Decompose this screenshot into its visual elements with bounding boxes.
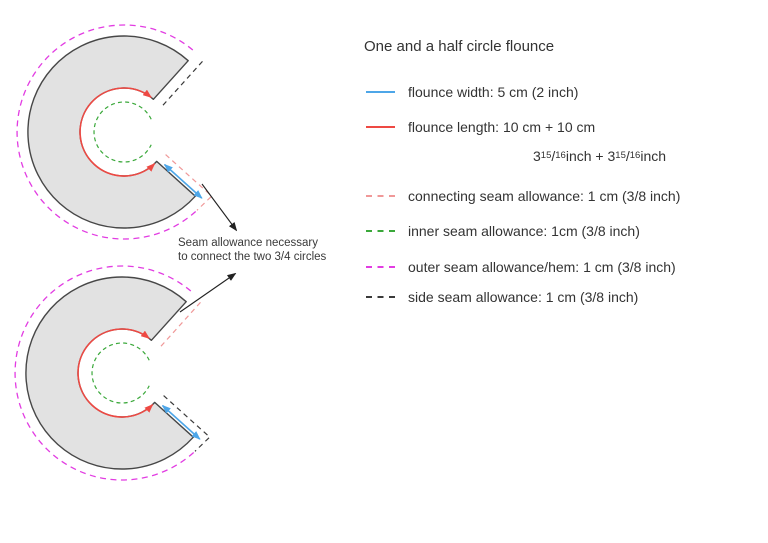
legend-label: inner seam allowance: 1cm (3/8 inch) <box>408 223 640 239</box>
legend-row-outer-seam-hem: outer seam allowance/hem: 1 cm (3/8 inch… <box>366 257 676 277</box>
legend-row-flounce-width: flounce width: 5 cm (2 inch) <box>366 82 578 102</box>
bottom-flounce-length-arc <box>77 328 154 418</box>
seam-connection-note: Seam allowance necessary to connect the … <box>178 236 326 264</box>
bottom-inner-seam-allowance-dash <box>91 342 150 404</box>
top-flounce-piece <box>16 24 213 240</box>
top-piece-body <box>27 35 196 229</box>
legend-row-flounce-length: flounce length: 10 cm + 10 cm <box>366 117 595 137</box>
side-seam-dash-swatch <box>366 296 395 298</box>
top-inner-seam-allowance-dash <box>93 101 152 163</box>
outer-seam-hem-dash-swatch <box>366 266 395 268</box>
annotation-arrow-from-bottom-piece <box>179 272 237 313</box>
flounce-length-inches-line: 3 15/16 inch + 3 15/16 inch <box>533 148 667 164</box>
flounce-width-line-swatch <box>366 91 395 93</box>
fraction-text: inch + 3 <box>565 148 616 164</box>
legend-label: outer seam allowance/hem: 1 cm (3/8 inch… <box>408 259 676 275</box>
fraction-text: 3 <box>533 148 541 164</box>
annotation-arrow-from-top-piece <box>201 183 238 232</box>
bottom-piece-body <box>25 276 194 470</box>
legend-label: flounce length: 10 cm + 10 cm <box>408 119 596 135</box>
flounce-length-line-swatch <box>366 126 395 128</box>
fraction-slash: / <box>551 148 556 164</box>
annotation-arrows <box>179 183 238 313</box>
legend-label: connecting seam allowance: 1 cm (3/8 inc… <box>408 188 681 204</box>
bottom-outer-hem-allowance-dash <box>14 265 196 481</box>
page-title: One and a half circle flounce <box>364 38 555 55</box>
seam-connection-note-line1: Seam allowance necessary <box>178 237 318 249</box>
top-flounce-width-arrow <box>163 163 203 199</box>
fraction-slash: / <box>625 148 630 164</box>
bottom-connecting-seam-allowance-dash <box>160 299 203 347</box>
legend-label: flounce width: 5 cm (2 inch) <box>408 84 579 100</box>
bottom-flounce-piece <box>14 265 211 481</box>
top-side-seam-allowance-dash <box>162 58 205 106</box>
top-outer-hem-allowance-dash <box>16 24 198 240</box>
fraction-text: inch <box>640 148 667 164</box>
seam-connection-note-line2: to connect the two 3/4 circles <box>178 251 327 263</box>
legend-label: side seam allowance: 1 cm (3/8 inch) <box>408 289 639 305</box>
inner-seam-dash-swatch <box>366 230 395 232</box>
legend-row-inner-seam: inner seam allowance: 1cm (3/8 inch) <box>366 221 640 241</box>
legend-row-connecting-seam: connecting seam allowance: 1 cm (3/8 inc… <box>366 186 680 206</box>
bottom-flounce-width-arrow <box>161 404 201 440</box>
connecting-seam-dash-swatch <box>366 195 395 197</box>
top-flounce-length-arc <box>79 87 156 177</box>
legend-row-side-seam: side seam allowance: 1 cm (3/8 inch) <box>366 287 638 307</box>
